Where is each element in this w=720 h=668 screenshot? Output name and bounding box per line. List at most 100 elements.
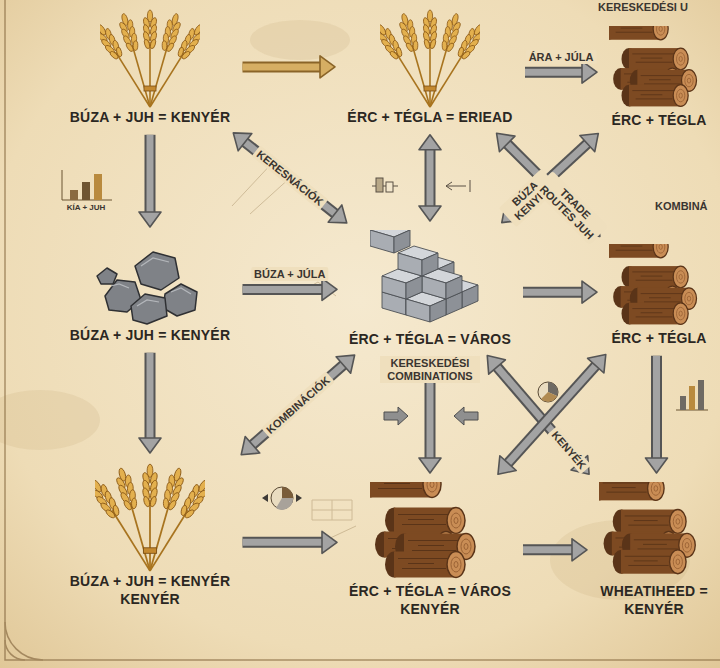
- edge-label: ÁRA + JÚLA: [526, 50, 597, 64]
- arrow-head: [572, 539, 587, 561]
- resource-icon: [609, 244, 709, 329]
- arrow-shaft: [427, 357, 434, 460]
- mini-bar-chart: [676, 380, 708, 410]
- arrow-shaft: [425, 357, 436, 460]
- node-caption: ÉRC + TÉGLA = ERIEAD: [347, 109, 512, 126]
- arrow-shaft: [425, 148, 436, 208]
- edge-label: KOMBINÁCIÓK: [261, 371, 335, 438]
- edge-label: BÚZA KENYÉR: [499, 168, 559, 227]
- flow-arrow: [233, 133, 347, 223]
- arrow-shaft: [651, 356, 662, 460]
- mini-pie: [262, 487, 302, 510]
- arrow-head: [320, 56, 335, 78]
- flow-arrow: [487, 356, 589, 475]
- node-caption: ÉRC + TÉGLA: [611, 112, 706, 129]
- arrow-shaft: [506, 143, 591, 228]
- arrow-head: [498, 456, 516, 475]
- arrow-head: [139, 438, 161, 453]
- note-label: KÍA + JUH: [67, 203, 106, 212]
- arrow-head: [419, 206, 441, 221]
- arrow-shaft: [251, 364, 345, 446]
- arrow-shaft: [653, 356, 660, 460]
- resource-icon: [100, 8, 200, 108]
- flow-arrow: [139, 135, 161, 227]
- flow-arrow: [419, 357, 441, 473]
- arrow-head: [502, 204, 520, 222]
- edge-label: KERESNÁCIÓK: [251, 145, 328, 210]
- arrow-shaft: [145, 135, 156, 214]
- node-caption: BÚZA + JUH = KENYÉR: [70, 327, 230, 344]
- resource-node: ÉRC + TÉGLA = ERIEAD: [340, 4, 520, 130]
- arrow-shaft: [496, 365, 581, 464]
- arrow-shaft: [523, 289, 584, 296]
- arrow-shaft: [525, 69, 584, 76]
- arrow-shaft: [243, 537, 325, 548]
- flow-arrow: [497, 133, 600, 236]
- arrow-shaft: [506, 143, 591, 228]
- resource-node: WHEATIHEED =KENYÉR: [592, 478, 716, 622]
- arrow-head: [139, 212, 161, 227]
- arrow-head: [582, 281, 597, 303]
- flow-arrow: [646, 356, 668, 473]
- flow-arrow: [139, 353, 161, 453]
- flow-arrow: [243, 56, 336, 78]
- arrow-shaft: [427, 148, 434, 208]
- mini-symbols: [372, 178, 470, 192]
- node-caption: ÉRC + TÉGLA = VÁROS: [349, 583, 511, 600]
- flow-arrow: [243, 278, 338, 300]
- arrow-head: [328, 205, 347, 223]
- arrow-head: [419, 135, 441, 150]
- node-caption: KENYÉR: [400, 601, 460, 618]
- node-caption: KENYÉR: [120, 591, 180, 608]
- resource-node: ÉRC + TÉGLA = VÁROS: [342, 226, 518, 352]
- arrow-head: [336, 355, 355, 373]
- node-caption: ÉRC + TÉGLA = VÁROS: [349, 331, 511, 348]
- resource-icon: [370, 230, 490, 330]
- flow-arrow: [523, 539, 587, 561]
- arrow-shaft: [523, 287, 584, 298]
- resource-node: BÚZA + JUH = KENYÉR: [63, 232, 238, 348]
- arrow-head: [487, 356, 505, 375]
- arrow-head: [582, 61, 597, 83]
- arrow-head: [580, 133, 598, 151]
- arrow-head: [588, 355, 606, 374]
- mini-bar-chart: [62, 170, 112, 200]
- node-caption: BÚZA + JUH = KENYÉR: [70, 573, 230, 590]
- edge-label: TRADE ROUTES JUH: [534, 171, 608, 245]
- arrow-shaft: [243, 284, 325, 295]
- arrow-head: [646, 458, 668, 473]
- resource-node: ÉRC + TÉGLA: [602, 240, 716, 351]
- arrow-shaft: [243, 63, 323, 70]
- arrow-shaft: [243, 61, 323, 72]
- resource-icon: [380, 8, 480, 108]
- arrow-shaft: [251, 364, 345, 446]
- flow-arrow: [498, 355, 606, 475]
- arrow-head: [571, 456, 589, 475]
- node-caption: ÉRC + TÉGLA: [611, 330, 706, 347]
- arrow-shaft: [523, 546, 574, 553]
- mini-pie: [538, 382, 558, 402]
- arrow-shaft: [523, 544, 574, 555]
- resource-icon: [599, 482, 709, 582]
- arrow-shaft: [243, 141, 336, 215]
- resource-icon: [95, 236, 205, 326]
- arrow-shaft: [507, 364, 597, 464]
- resource-icon: [609, 26, 709, 111]
- note-label: KOMBINÁ: [655, 200, 708, 213]
- resource-icon: [370, 482, 490, 582]
- arrow-shaft: [147, 353, 154, 440]
- arrow-shaft: [243, 539, 325, 546]
- arrow-shaft: [243, 141, 336, 215]
- flow-arrow: [241, 355, 354, 455]
- arrow-shaft: [525, 67, 584, 78]
- arrow-shaft: [496, 365, 581, 464]
- flow-arrow: [243, 531, 338, 553]
- arrow-shaft: [243, 286, 325, 293]
- edge-label: KENYÉK: [546, 426, 590, 475]
- resource-node: ÉRC + TÉGLA = VÁROSKENYÉR: [342, 478, 518, 622]
- arrow-head: [322, 278, 337, 300]
- arrow-head: [241, 437, 260, 455]
- arrow-head: [497, 133, 515, 151]
- flow-arrow: [525, 61, 597, 83]
